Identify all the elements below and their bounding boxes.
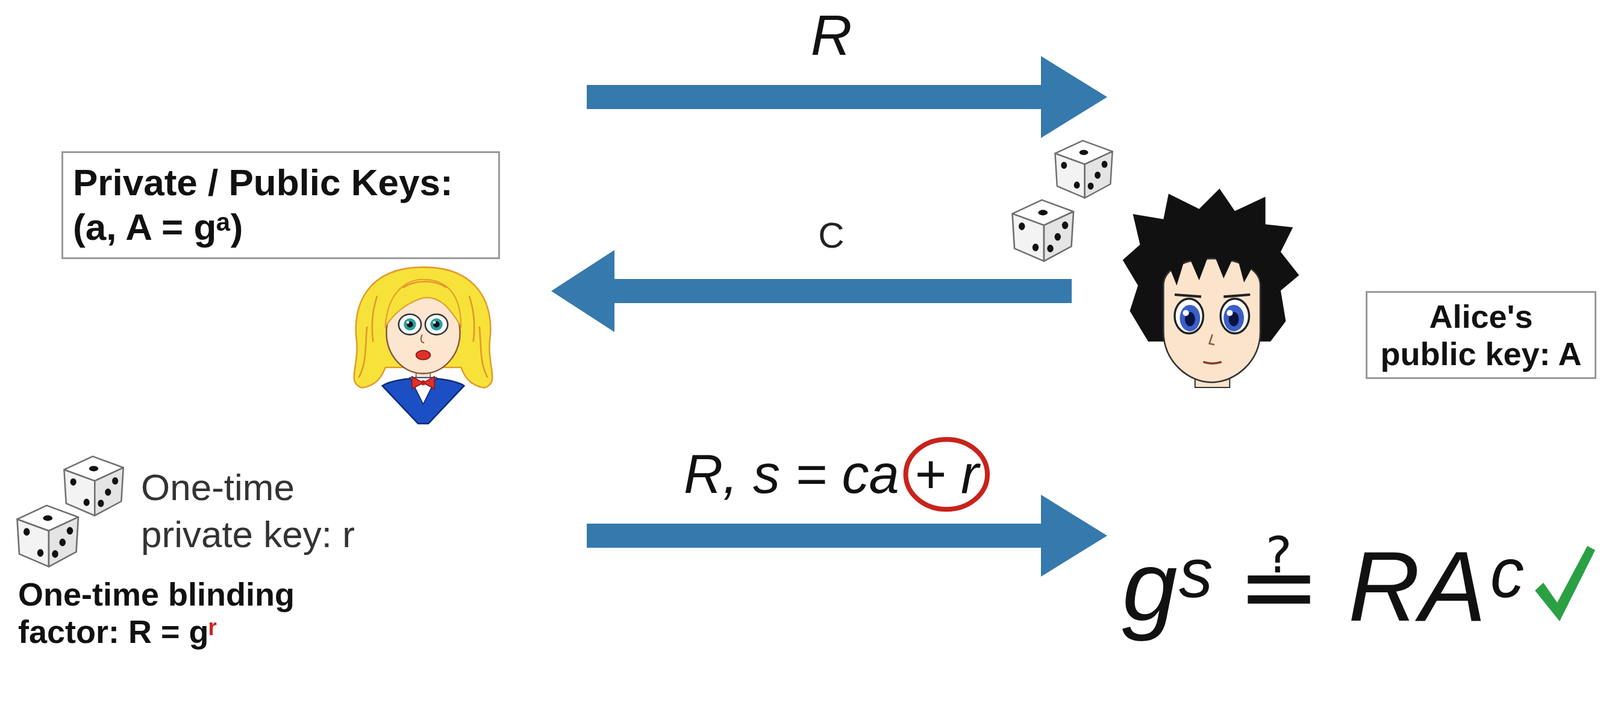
message-arrow: [551, 250, 1072, 332]
dice-icon: [15, 454, 133, 572]
message-label: C: [818, 214, 844, 257]
key-text: Alice's public key: A: [1378, 297, 1584, 373]
alice-figure: [346, 265, 500, 424]
message-arrow: [586, 494, 1108, 577]
note-text: One-time private key: r: [140, 463, 394, 558]
key-box: Private / Public Keys: (a, A = gᵃ): [61, 151, 500, 260]
key-box: Alice's public key: A: [1365, 290, 1597, 379]
note-text: One-time blinding factor: R = gʳ: [18, 575, 356, 650]
message-label: R, s = ca + r: [683, 443, 979, 507]
bob-figure: [1117, 188, 1302, 388]
message-label: R: [810, 2, 853, 69]
check-mark: [1534, 545, 1596, 622]
verify-equation: gˢ ≟ RAᶜ: [1122, 529, 1522, 644]
message-arrow: [586, 56, 1108, 138]
key-text: Private / Public Keys: (a, A = gᵃ): [72, 160, 489, 250]
dice-icon: [1010, 138, 1118, 267]
